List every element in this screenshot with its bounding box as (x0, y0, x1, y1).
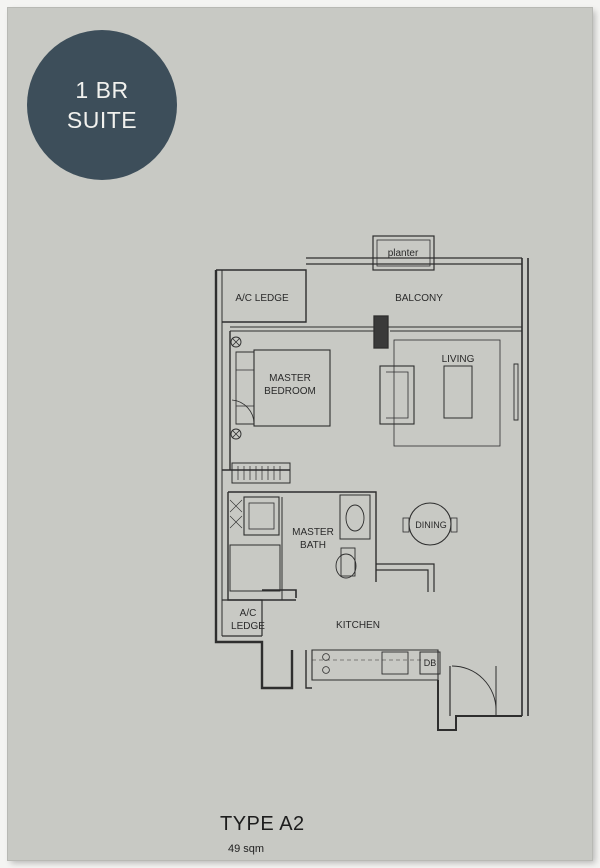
label-living: LIVING (442, 354, 475, 365)
unit-type-badge: 1 BR SUITE (27, 30, 177, 180)
label-master-bedroom-2: BEDROOM (264, 386, 316, 397)
ac-ledge-bottom-wall (222, 599, 263, 637)
label-dining: DINING (415, 520, 447, 530)
shower-tray (243, 496, 280, 536)
label-db: DB (424, 658, 437, 668)
living-rug (393, 339, 501, 447)
vanity-basin (339, 494, 371, 540)
door-swing (451, 665, 497, 711)
wardrobe (231, 462, 291, 484)
tv-console (513, 363, 519, 421)
db-box (419, 651, 441, 675)
label-ac-ledge-top: A/C LEDGE (235, 293, 289, 304)
bedroom-wall (222, 331, 290, 471)
badge-line-1: 1 BR (75, 77, 129, 103)
label-master-bath-1: MASTER (292, 527, 334, 538)
unit-area: 49 sqm (228, 843, 265, 855)
badge-line-2: SUITE (66, 107, 138, 133)
bath-cabinet (229, 544, 281, 592)
right-wall (521, 258, 529, 716)
label-master-bedroom-1: MASTER (269, 373, 311, 384)
kitchen-counter (311, 649, 439, 681)
outer-wall-top (216, 269, 307, 323)
unit-type-title: TYPE A2 (220, 813, 305, 835)
outer-wall (214, 270, 294, 690)
structural-column (373, 315, 389, 349)
balcony-rail (306, 257, 522, 265)
bedroom-door-swing (231, 399, 255, 425)
main-door (437, 680, 522, 731)
label-master-bath-2: BATH (300, 540, 326, 551)
label-balcony: BALCONY (395, 293, 443, 304)
planter-box (372, 235, 435, 271)
label-planter: planter (388, 248, 419, 259)
bed (253, 349, 331, 427)
label-kitchen: KITCHEN (336, 620, 380, 631)
kitchen-sink (381, 651, 409, 675)
sofa (379, 365, 415, 425)
label-ac-ledge-bottom-1: A/C (240, 608, 257, 619)
label-ac-ledge-bottom-2: LEDGE (231, 621, 265, 632)
coffee-table (443, 365, 473, 419)
kitchen-wall (376, 563, 435, 592)
toilet (335, 553, 357, 579)
